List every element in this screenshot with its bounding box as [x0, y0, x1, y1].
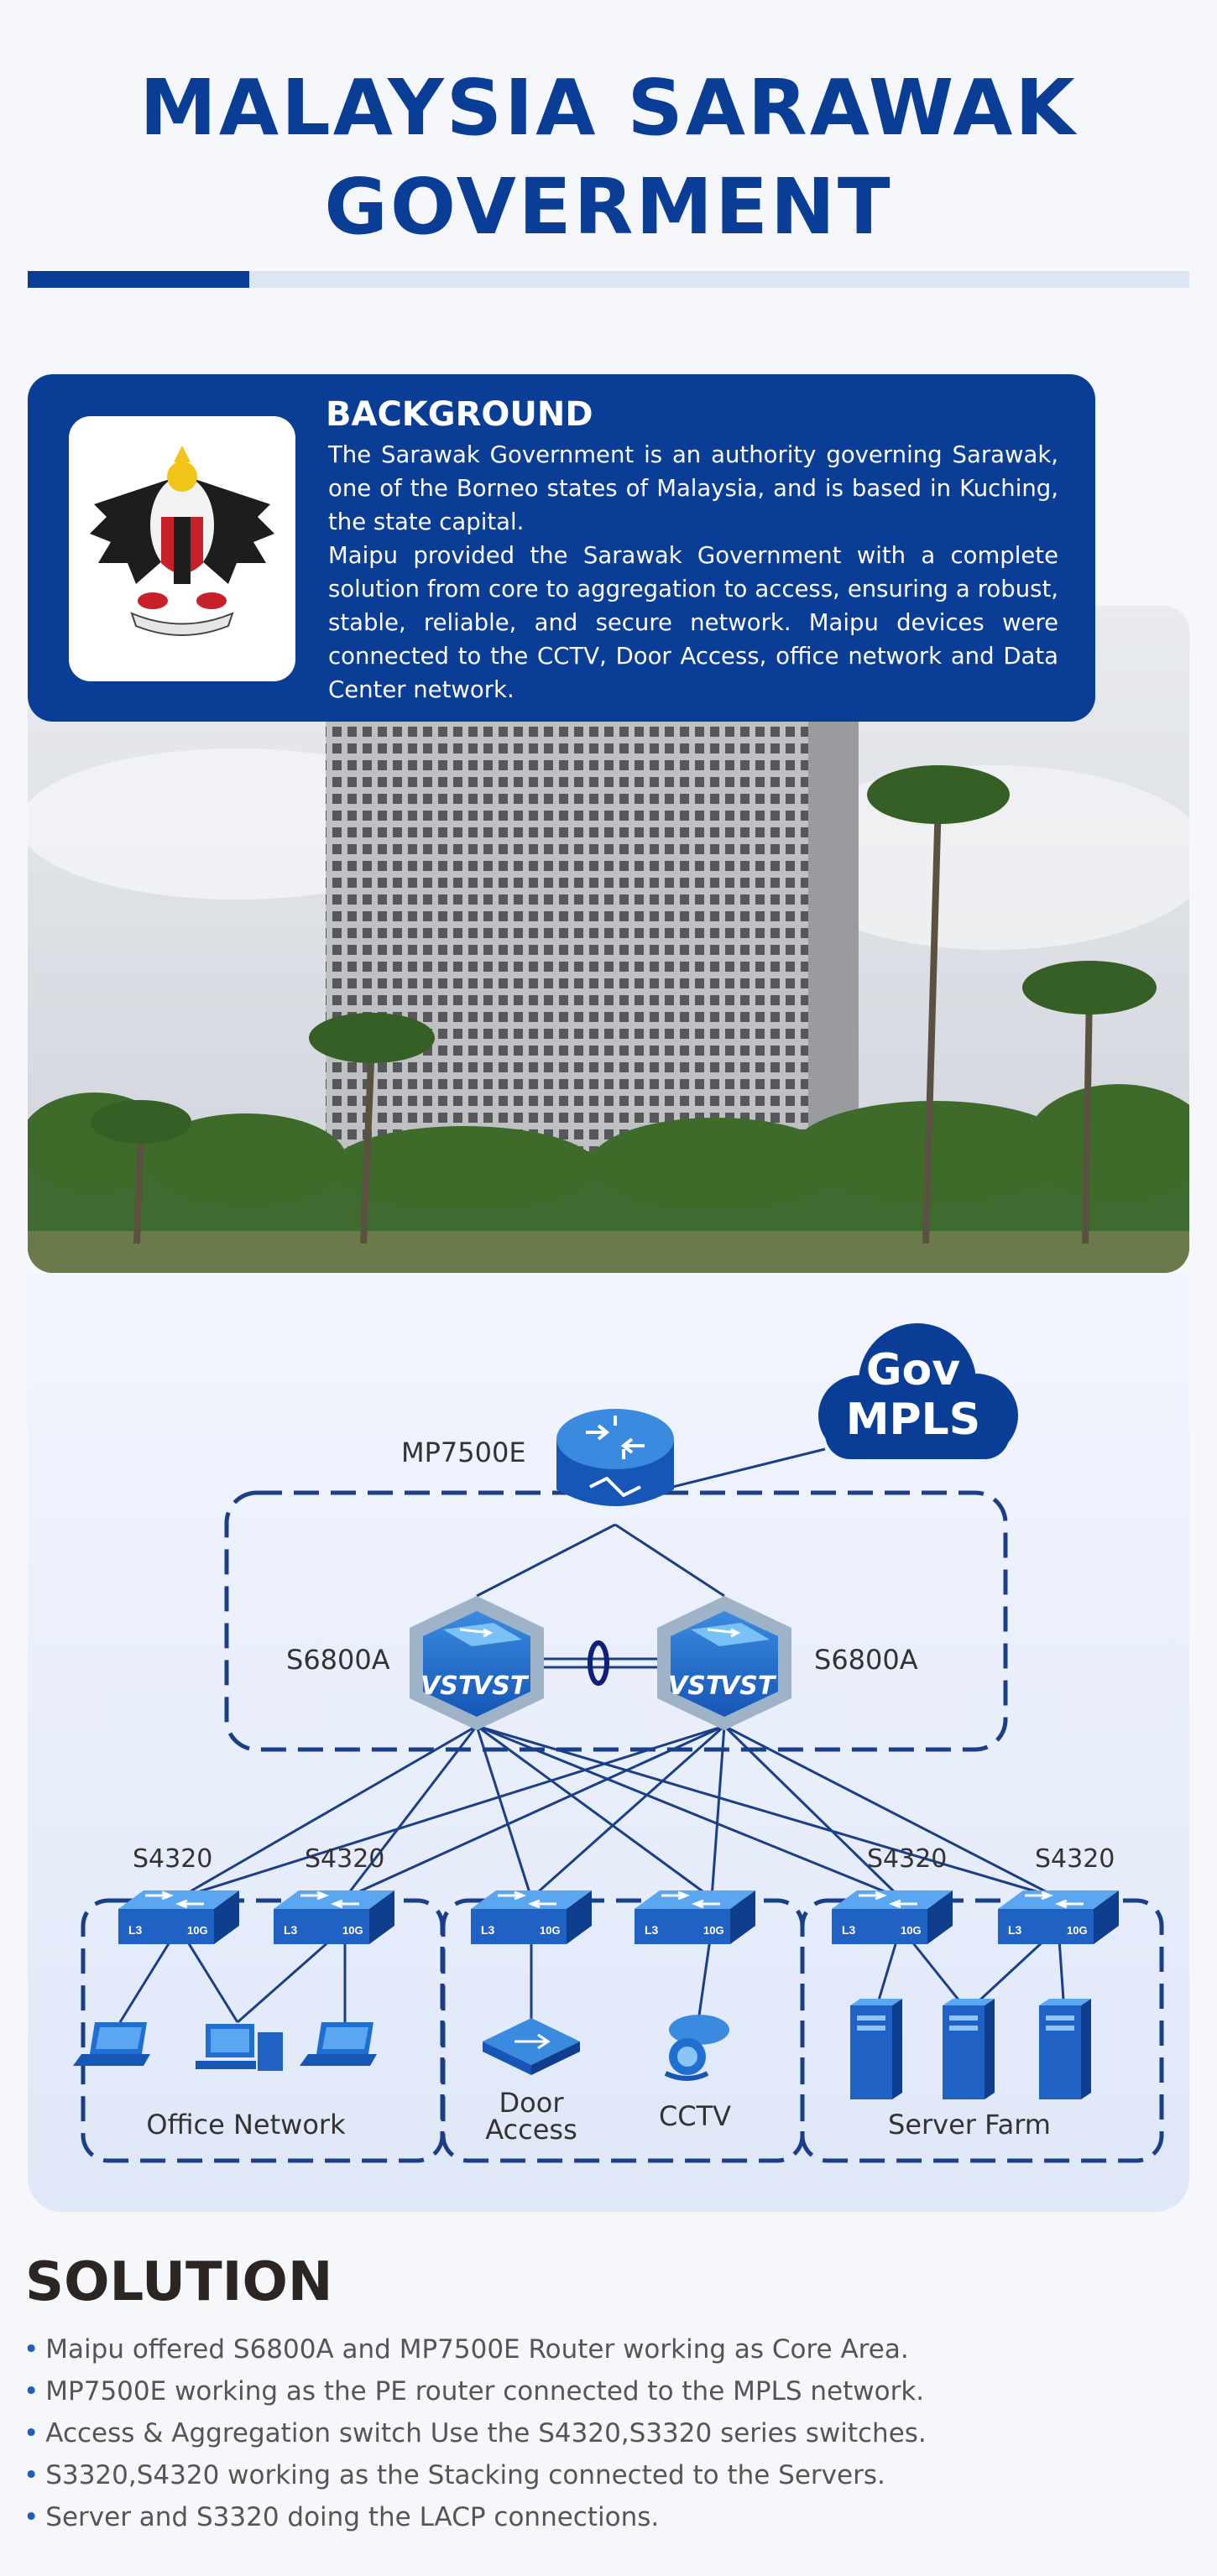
solution-item-text: Server and S3320 doing the LACP connecti…: [45, 2502, 660, 2532]
access-switch-label: S4320: [1035, 1844, 1115, 1874]
background-paragraph-1: The Sarawak Government is an authority g…: [328, 441, 1058, 535]
server-icon: [1039, 1999, 1091, 2099]
core-switch-right-label: S6800A: [814, 1644, 918, 1676]
cctv-label: CCTV: [659, 2100, 731, 2132]
server-icon: [850, 1999, 902, 2099]
list-item: •MP7500E working as the PE router connec…: [24, 2370, 927, 2412]
server-icon: [943, 1999, 995, 2099]
background-description: The Sarawak Government is an authority g…: [328, 438, 1058, 707]
vst-label: VST: [720, 1671, 777, 1701]
solution-list: •Maipu offered S6800A and MP7500E Router…: [24, 2328, 927, 2538]
door-access-icon: [483, 2018, 580, 2075]
access-switch-icon: [830, 1889, 954, 1946]
bullet: •: [24, 2460, 39, 2490]
list-item: •Server and S3320 doing the LACP connect…: [24, 2496, 927, 2538]
router-icon: [556, 1409, 674, 1506]
access-switch-label: S4320: [867, 1844, 947, 1874]
access-switch-label: S4320: [133, 1844, 212, 1874]
cctv-camera-icon: [664, 2015, 729, 2081]
solution-item-text: S3320,S4320 working as the Stacking conn…: [45, 2460, 885, 2490]
office-network-label: Office Network: [146, 2109, 346, 2141]
stack-link-icon: [588, 1640, 609, 1686]
background-paragraph-2: Maipu provided the Sarawak Government wi…: [328, 542, 1058, 703]
access-switch-icon: [117, 1889, 241, 1946]
core-switch-left-label: S6800A: [286, 1644, 390, 1676]
access-switch-icon: [272, 1889, 396, 1946]
cloud-label-line1: Gov: [866, 1345, 960, 1395]
bullet: •: [24, 2376, 39, 2407]
cloud-label-line2: MPLS: [846, 1395, 980, 1445]
list-item: •S3320,S4320 working as the Stacking con…: [24, 2454, 927, 2496]
solution-item-text: Maipu offered S6800A and MP7500E Router …: [45, 2334, 909, 2365]
vst-label: VST: [420, 1671, 478, 1701]
access-switch-icon: [633, 1889, 757, 1946]
cloud-icon: [818, 1323, 1018, 1459]
solution-heading: SOLUTION: [25, 2251, 333, 2313]
list-item: •Access & Aggregation switch Use the S43…: [24, 2412, 927, 2454]
bullet: •: [24, 2334, 39, 2365]
server-farm-label: Server Farm: [888, 2109, 1051, 2141]
core-switch-left-icon: [408, 1594, 546, 1732]
list-item: •Maipu offered S6800A and MP7500E Router…: [24, 2328, 927, 2370]
router-label: MP7500E: [401, 1437, 526, 1468]
access-switch-icon: [996, 1889, 1120, 1946]
sarawak-coat-of-arms-logo: [69, 416, 295, 681]
network-topology-diagram: L3 10G: [28, 1273, 1189, 2212]
solution-item-text: MP7500E working as the PE router connect…: [45, 2376, 925, 2407]
bullet: •: [24, 2502, 39, 2532]
vst-label: VST: [473, 1671, 530, 1701]
title-divider: [28, 271, 1189, 288]
solution-item-text: Access & Aggregation switch Use the S432…: [45, 2418, 927, 2448]
vst-label: VST: [668, 1671, 725, 1701]
core-switch-right-icon: [656, 1594, 793, 1732]
bullet: •: [24, 2418, 39, 2448]
access-switch-icon: [469, 1889, 593, 1946]
title-divider-accent: [28, 271, 249, 288]
background-heading: BACKGROUND: [326, 395, 593, 434]
access-switch-label: S4320: [305, 1844, 384, 1874]
laptop-icon: [300, 2022, 377, 2066]
desktop-computer-icon: [196, 2024, 283, 2071]
door-access-label-line1: Door: [499, 2087, 565, 2119]
door-access-label-line2: Access: [485, 2114, 577, 2146]
page-title: MALAYSIA SARAWAK GOVERMENT: [139, 63, 1078, 252]
